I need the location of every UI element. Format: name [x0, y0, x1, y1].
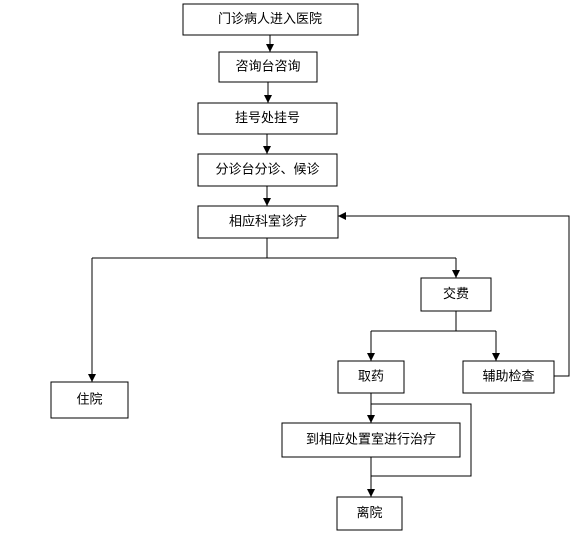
node-register-label: 挂号处挂号	[235, 111, 300, 126]
node-medicine-label: 取药	[358, 370, 384, 385]
node-leave-label: 离院	[356, 505, 382, 521]
node-pay: 交费	[420, 277, 492, 312]
node-hospitalize-label: 住院	[76, 393, 102, 408]
node-exam-label: 辅助检查	[482, 370, 534, 385]
node-treatment: 到相应处置室进行治疗	[281, 422, 461, 458]
node-leave: 离院	[336, 496, 403, 531]
node-exam: 辅助检查	[462, 360, 555, 394]
node-triage: 分诊台分诊、候诊	[197, 153, 338, 187]
node-arrive: 门诊病人进入医院	[182, 3, 359, 36]
node-treatment-label: 到相应处置室进行治疗	[306, 432, 436, 448]
flow-edges	[88, 35, 570, 497]
edge-exam-back-to-department	[338, 212, 570, 377]
edge-department-split	[92, 238, 456, 259]
node-arrive-label: 门诊病人进入医院	[218, 12, 322, 27]
node-consult: 咨询台咨询	[218, 51, 318, 83]
node-department: 相应科室诊疗	[197, 205, 339, 239]
node-medicine: 取药	[337, 360, 405, 394]
node-hospitalize: 住院	[50, 381, 129, 419]
node-department-label: 相应科室诊疗	[229, 214, 307, 230]
node-register: 挂号处挂号	[197, 102, 338, 135]
node-pay-label: 交费	[443, 286, 469, 302]
node-triage-label: 分诊台分诊、候诊	[215, 163, 319, 178]
edge-pay-split	[371, 311, 496, 332]
edge-medicine-bypass-to-leave	[371, 403, 472, 477]
node-consult-label: 咨询台咨询	[235, 60, 300, 75]
